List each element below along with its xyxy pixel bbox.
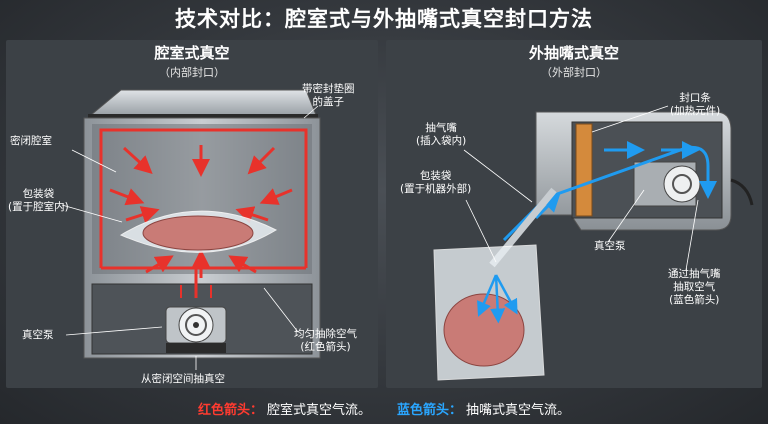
chamber-panel-title: 腔室式真空 <box>154 44 230 62</box>
label-extract: 通过抽气嘴抽取空气(蓝色箭头) <box>668 268 721 306</box>
legend-blue-text: 抽嘴式真空气流。 <box>466 402 571 418</box>
chamber-lid <box>89 89 317 116</box>
title-bar: 技术对比：腔室式与外抽嘴式真空封口方法 <box>0 0 768 36</box>
nozzle-panel-subtitle: （外部封口） <box>541 66 607 79</box>
label-bag-outside: 包装袋(置于机器外部) <box>400 170 472 195</box>
label-bag-inside: 包装袋(置于腔室内) <box>8 188 69 213</box>
chamber-machine-illustration <box>61 89 321 370</box>
legend-blue-key: 蓝色箭头： <box>397 402 463 418</box>
label-pump-right: 真空泵 <box>594 240 626 252</box>
chamber-vacuum-panel: 腔室式真空 （内部封口） <box>6 40 378 388</box>
label-even-extract: 均匀抽除空气(红色箭头) <box>294 328 357 353</box>
label-nozzle: 抽气嘴(插入袋内) <box>416 122 467 147</box>
label-bottom-note: 从密闭空间抽真空 <box>141 373 225 385</box>
nozzle-machine-illustration <box>433 105 754 381</box>
vacuum-pump <box>165 306 227 353</box>
label-seal-bar: 封口条(加热元件) <box>670 92 721 117</box>
leader-lines-left <box>61 105 319 370</box>
airflow-arrows-red <box>109 145 293 278</box>
nozzle-vacuum-panel: 外抽嘴式真空 （外部封口） <box>386 40 762 388</box>
label-chamber: 密闭腔室 <box>10 135 52 147</box>
nozzle-panel-title: 外抽嘴式真空 <box>528 44 619 62</box>
lid-gasket <box>88 114 318 119</box>
nozzle-vacuum-pump <box>633 161 701 207</box>
air-duct-red <box>99 128 308 268</box>
label-pump-left: 真空泵 <box>22 329 54 341</box>
page-title: 技术对比：腔室式与外抽嘴式真空封口方法 <box>175 7 593 31</box>
airflow-arrows-blue <box>534 141 700 220</box>
legend-red-text: 腔室式真空气流。 <box>266 402 371 418</box>
label-lid: 带密封垫圈的盖子 <box>302 83 355 108</box>
meat <box>142 215 254 251</box>
chamber-panel-subtitle: （内部封口） <box>159 66 225 79</box>
power-cord <box>730 178 754 206</box>
leader-lines-right <box>463 105 699 271</box>
legend: 红色箭头： 腔室式真空气流。 蓝色箭头： 抽嘴式真空气流。 <box>0 392 768 424</box>
bag-airflow-blue <box>477 274 518 324</box>
legend-red-key: 红色箭头： <box>197 402 263 418</box>
heat-seal-bar <box>575 123 593 217</box>
